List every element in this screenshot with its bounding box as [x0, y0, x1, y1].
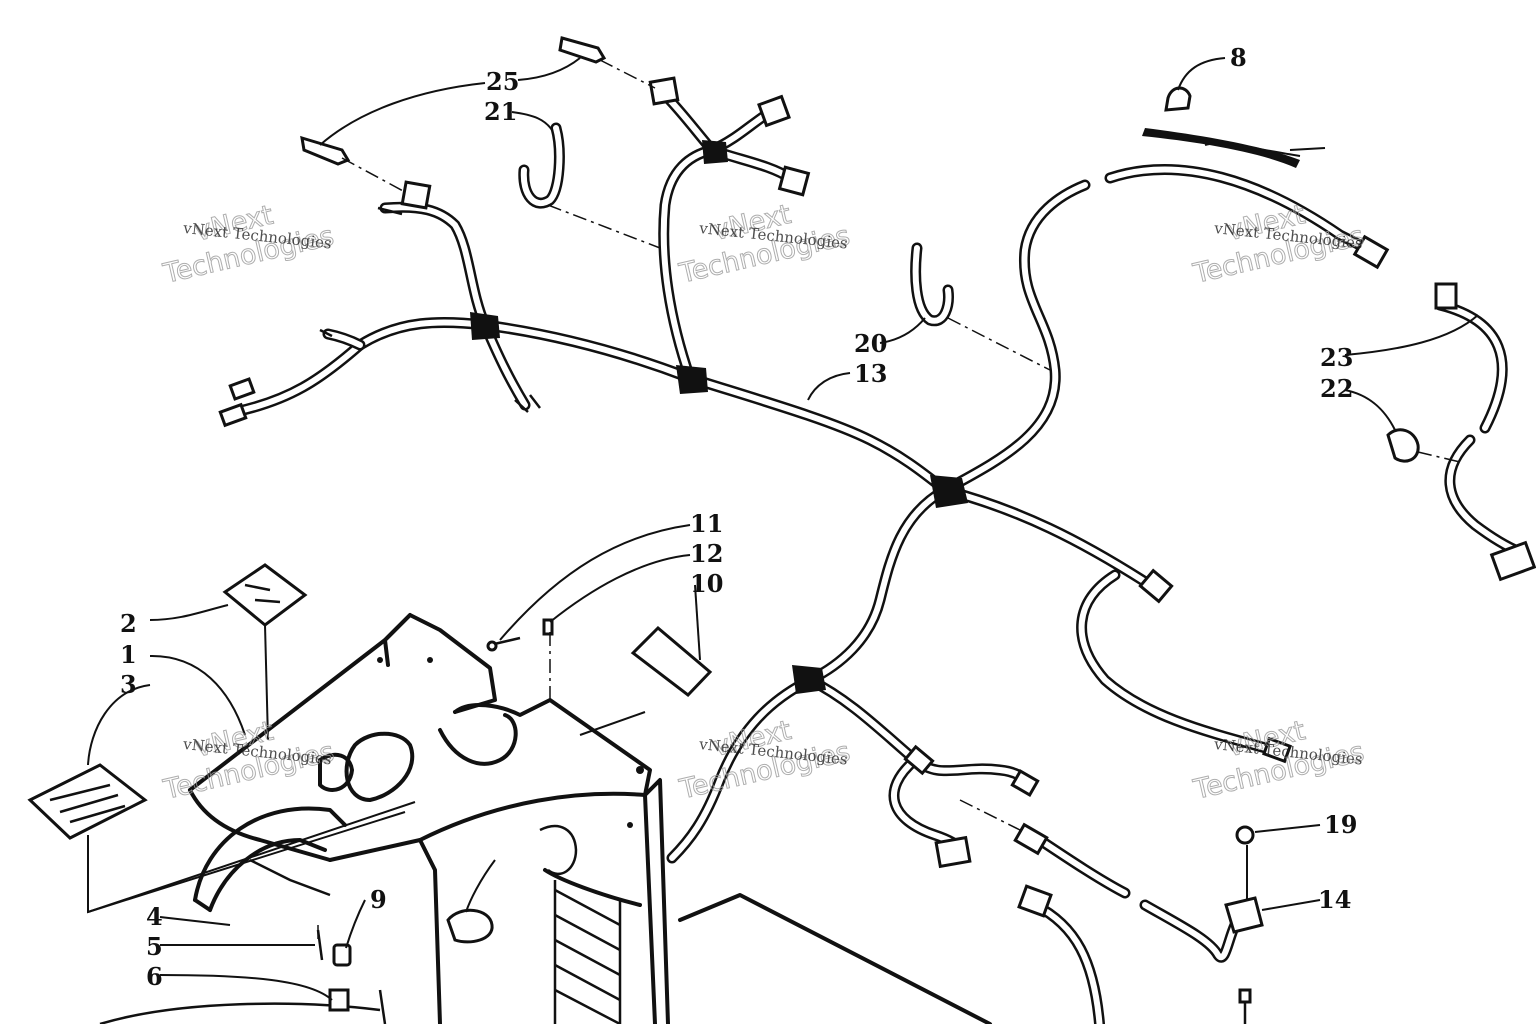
callout-2: 2 — [120, 609, 137, 638]
callout-13: 13 — [854, 359, 887, 388]
harness-junctions — [470, 140, 968, 694]
callout-3: 3 — [120, 670, 137, 699]
leader-lines — [87, 57, 1479, 1001]
main-wire-harness — [229, 89, 1526, 1024]
callout-6: 6 — [146, 962, 163, 991]
harness-connectors — [218, 36, 1536, 1024]
callout-22: 25 — [486, 67, 519, 96]
callout-1: 1 — [120, 640, 137, 669]
hook-clips — [518, 122, 954, 327]
callout-19: 21 — [484, 97, 517, 126]
callout-10: 10 — [690, 569, 723, 598]
callout-14: 14 — [1318, 885, 1351, 914]
callout-18: 20 — [854, 329, 887, 358]
callout-9: 9 — [370, 885, 387, 914]
hood-body — [99, 613, 992, 1024]
callout-20: 22 — [1320, 374, 1353, 403]
part-callouts: 25 21 8 20 13 23 22 11 12 10 2 1 3 4 5 6… — [120, 43, 1357, 991]
callout-8: 8 — [1230, 43, 1247, 72]
callout-4: 4 — [146, 902, 163, 931]
callout-11: 11 — [690, 509, 723, 538]
decals — [27, 563, 713, 1012]
callout-12: 12 — [690, 539, 723, 568]
callout-17: 19 — [1324, 810, 1357, 839]
callout-5: 5 — [146, 932, 163, 961]
callout-21: 23 — [1320, 343, 1353, 372]
